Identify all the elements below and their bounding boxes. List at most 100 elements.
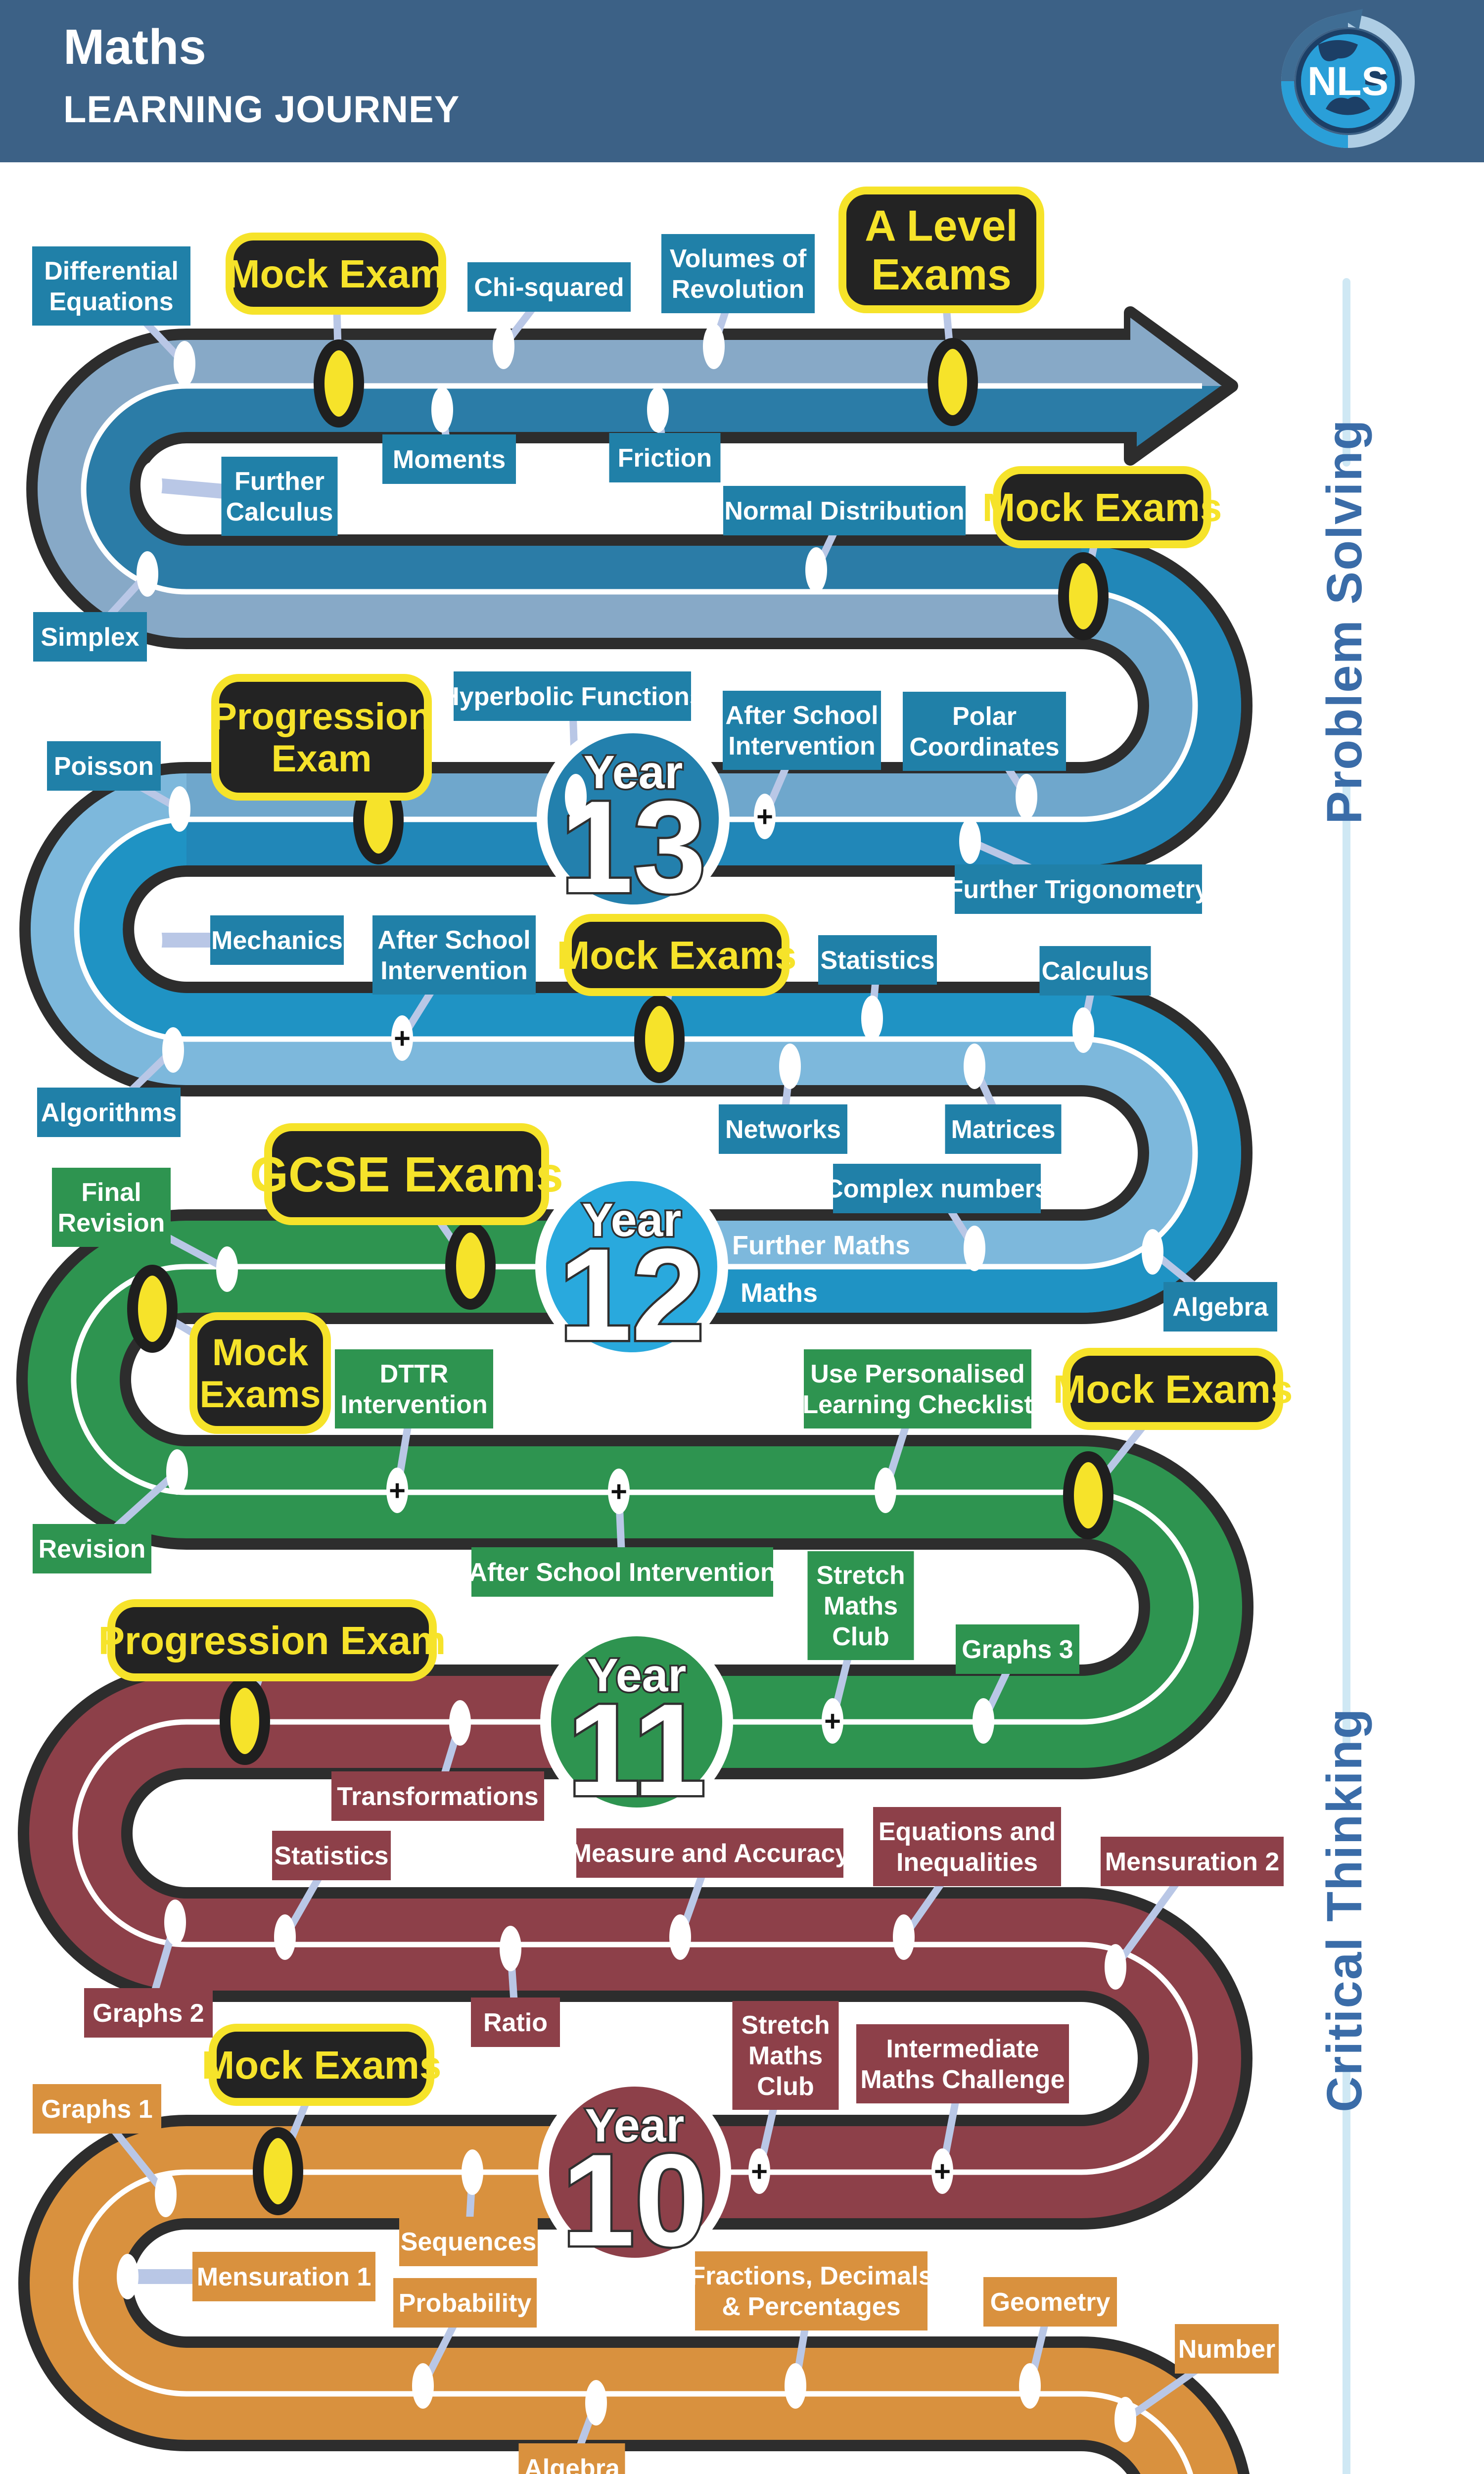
extra-curricular-plus-icon: + xyxy=(934,2155,951,2188)
station-dot xyxy=(391,1015,413,1061)
station-dot xyxy=(754,794,776,839)
station-dot xyxy=(431,387,453,432)
svg-text:Statistics: Statistics xyxy=(274,1842,388,1870)
road-centre-line xyxy=(71,383,1202,2474)
svg-text:Networks: Networks xyxy=(725,1115,841,1144)
station-dot xyxy=(748,2148,770,2194)
station-dot xyxy=(893,1914,915,1960)
station-dot xyxy=(861,996,883,1041)
exam-badge-mock-exam-y13-badge: Mock Exam xyxy=(226,233,446,315)
topic-label-algebra-y12: Algebra xyxy=(1163,1282,1277,1332)
topic-label-calculus: Calculus xyxy=(1039,946,1151,996)
station-dot xyxy=(386,1468,408,1513)
topic-label-mensuration-1: Mensuration 1 xyxy=(192,2252,375,2301)
topic-label-complex-numbers: Complex numbers xyxy=(825,1164,1049,1213)
road-lane-turn xyxy=(1081,1039,1195,1267)
station-dot xyxy=(274,1914,296,1960)
topic-label-mechanics: Mechanics xyxy=(210,915,344,965)
year-word: Year xyxy=(585,2099,685,2152)
exam-station-dot xyxy=(445,1222,496,1310)
road-lane xyxy=(186,993,1081,1039)
topic-label-networks: Networks xyxy=(719,1104,847,1154)
svg-text:Algebra: Algebra xyxy=(524,2454,620,2474)
station-dot xyxy=(462,2149,483,2195)
exam-badge-mock-exams-y13b-badge: Mock Exams xyxy=(982,466,1222,548)
road-lane xyxy=(186,1039,1081,1085)
skill-label-problem-solving: Problem Solving xyxy=(1317,419,1372,824)
svg-text:Normal Distribution: Normal Distribution xyxy=(724,497,964,525)
station-dot xyxy=(1072,1007,1094,1053)
exam-station-dot xyxy=(220,1677,270,1765)
road-lane xyxy=(186,546,1081,592)
svg-text:Simplex: Simplex xyxy=(41,623,139,652)
exam-station-dot xyxy=(314,339,364,428)
svg-text:Maths: Maths xyxy=(741,1278,818,1308)
station-dot xyxy=(164,1900,186,1945)
road-lane-text-further-maths-lane: Further Maths xyxy=(732,1231,910,1260)
svg-text:Algorithms: Algorithms xyxy=(41,1098,177,1127)
svg-text:After School Intervention: After School Intervention xyxy=(468,1558,776,1587)
skill-label-critical-thinking: Critical Thinking xyxy=(1317,1708,1372,2112)
svg-text:Hyperbolic Functions: Hyperbolic Functions xyxy=(441,682,704,711)
station-dot xyxy=(155,2172,177,2217)
svg-text:Friction: Friction xyxy=(618,444,712,473)
topic-label-hyperbolic-functions: Hyperbolic Functions xyxy=(441,671,704,721)
station-dot xyxy=(608,1469,630,1514)
road-lane-turn xyxy=(1081,592,1195,819)
station-dot xyxy=(500,1926,521,1971)
road-lane-turn xyxy=(77,819,187,1039)
extra-curricular-plus-icon: + xyxy=(389,1475,406,1507)
topic-label-friction: Friction xyxy=(609,433,721,482)
header-banner: NLS Maths LEARNING JOURNEY xyxy=(0,0,1484,162)
svg-text:Number: Number xyxy=(1178,2335,1275,2364)
exam-station-dot xyxy=(928,338,978,426)
school-logo: NLS xyxy=(1281,9,1415,148)
topic-label-normal-distribution: Normal Distribution xyxy=(723,486,966,535)
svg-text:Ratio: Ratio xyxy=(483,2008,548,2037)
svg-text:Transformations: Transformations xyxy=(337,1782,538,1811)
svg-text:Mock Exams: Mock Exams xyxy=(1053,1367,1293,1411)
svg-text:Graphs 1: Graphs 1 xyxy=(41,2095,152,2124)
exam-station-dot xyxy=(634,995,685,1083)
station-dot xyxy=(1114,2397,1136,2442)
station-dot xyxy=(216,1246,238,1292)
station-dot xyxy=(1105,1944,1126,1990)
topic-label-number-y9: Number xyxy=(1175,2324,1279,2374)
topic-label-poisson: Poisson xyxy=(47,741,161,791)
svg-text:Geometry: Geometry xyxy=(990,2288,1111,2317)
exam-station-dot xyxy=(1063,1451,1113,1539)
extra-curricular-plus-icon: + xyxy=(824,1705,841,1737)
svg-text:Statistics: Statistics xyxy=(820,946,934,975)
station-dot xyxy=(805,547,827,593)
svg-text:Mock Exams: Mock Exams xyxy=(982,485,1222,529)
exam-badge-mock-exams-y10-badge: Mock Exams xyxy=(202,2024,441,2106)
topic-label-graphs-1: Graphs 1 xyxy=(33,2084,161,2134)
station-dot xyxy=(565,774,587,819)
topic-label-after-school-intervention-y11: After School Intervention xyxy=(468,1547,776,1597)
station-dot xyxy=(1016,774,1037,819)
svg-text:Sequences: Sequences xyxy=(401,2228,537,2256)
station-dot xyxy=(964,1044,985,1089)
station-dot xyxy=(140,917,162,963)
exam-station-dot xyxy=(1058,552,1109,640)
arrowhead-upper-lane xyxy=(1130,318,1222,386)
year-number: 11 xyxy=(567,1677,706,1823)
